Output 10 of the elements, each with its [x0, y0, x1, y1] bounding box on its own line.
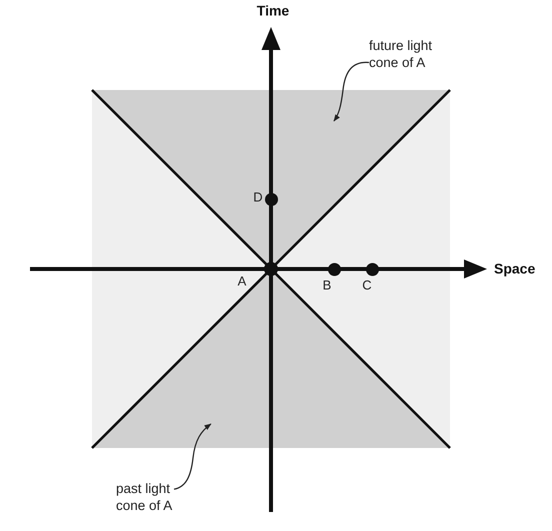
axis-label: Space [494, 262, 536, 276]
point-label: D [253, 190, 263, 204]
point-label: C [362, 278, 372, 292]
callout-text: past light cone of A [116, 480, 174, 514]
leader-arrow [174, 424, 212, 490]
leader-arrow [334, 62, 370, 122]
callout-text: future light cone of A [369, 37, 433, 71]
point-label: A [238, 274, 246, 288]
axis-label: Time [256, 4, 290, 18]
point-label: B [322, 278, 332, 292]
